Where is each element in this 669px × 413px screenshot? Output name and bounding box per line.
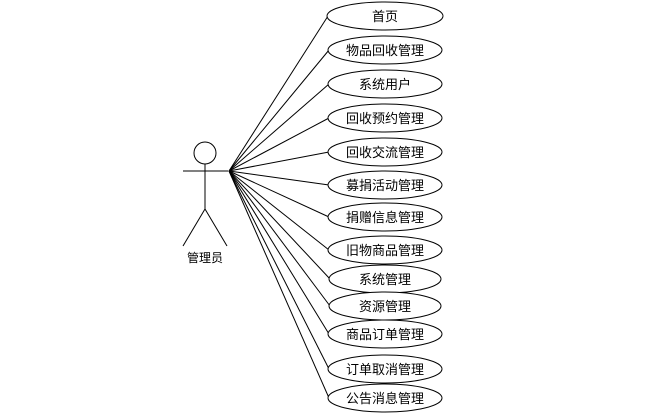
actor-right-leg [204, 208, 228, 247]
use-case-ellipse [326, 1, 444, 31]
use-cases: 首页物品回收管理系统用户回收预约管理回收交流管理募捐活动管理捐赠信息管理旧物商品… [326, 1, 444, 413]
use-case-recycle-reservation-mgmt: 回收预约管理 [327, 103, 443, 133]
association-line-used-goods-mgmt [228, 170, 330, 251]
association-line-donation-info-mgmt [228, 170, 330, 218]
use-case-ellipse [327, 137, 443, 167]
use-case-donation-info-mgmt: 捐赠信息管理 [327, 202, 443, 232]
use-case-label: 回收交流管理 [346, 145, 424, 161]
association-line-resource-mgmt [228, 170, 331, 307]
association-line-recycle-exchange-mgmt [228, 151, 330, 172]
use-case-label: 旧物商品管理 [346, 244, 424, 259]
use-case-home: 首页 [326, 1, 444, 31]
use-case-ellipse [327, 202, 443, 232]
association-line-fundraising-activity-mgmt [228, 170, 330, 186]
use-case-label: 系统管理 [359, 273, 411, 288]
use-case-ellipse [327, 235, 443, 265]
use-case-announcement-mgmt: 公告消息管理 [327, 383, 443, 413]
use-case-ellipse [327, 170, 443, 200]
use-case-fundraising-activity-mgmt: 募捐活动管理 [327, 170, 443, 200]
use-case-ellipse [327, 319, 443, 349]
use-case-label: 订单取消管理 [346, 363, 424, 378]
use-case-recycle-exchange-mgmt: 回收交流管理 [327, 137, 443, 167]
use-case-goods-order-mgmt: 商品订单管理 [327, 319, 443, 349]
use-case-used-goods-mgmt: 旧物商品管理 [327, 235, 443, 265]
use-case-label: 系统用户 [359, 77, 411, 93]
use-case-ellipse [327, 69, 443, 99]
use-case-ellipse [327, 354, 443, 384]
use-case-ellipse [327, 103, 443, 133]
use-case-item-recycle-mgmt: 物品回收管理 [327, 35, 443, 65]
use-case-label: 商品订单管理 [346, 328, 424, 343]
use-case-system-user: 系统用户 [327, 69, 443, 99]
association-line-recycle-reservation-mgmt [228, 117, 330, 172]
association-line-home [228, 15, 329, 172]
association-line-system-mgmt [228, 170, 331, 280]
association-line-system-user [228, 83, 330, 172]
use-case-ellipse [327, 35, 443, 65]
association-line-item-recycle-mgmt [228, 49, 330, 172]
use-case-label: 物品回收管理 [346, 44, 424, 59]
use-case-label: 回收预约管理 [346, 112, 424, 127]
association-line-goods-order-mgmt [228, 170, 330, 335]
use-case-ellipse [327, 383, 443, 413]
actor-left-leg [182, 208, 206, 247]
use-case-label: 资源管理 [359, 300, 411, 315]
use-case-label: 公告消息管理 [346, 391, 424, 407]
use-case-system-mgmt: 系统管理 [328, 264, 442, 294]
actor-label: 管理员 [187, 250, 223, 265]
association-line-announcement-mgmt [228, 170, 330, 399]
association-lines [228, 15, 331, 399]
use-case-label: 募捐活动管理 [346, 179, 424, 194]
actor-administrator: 管理员 [182, 141, 228, 265]
use-case-label: 捐赠信息管理 [346, 210, 424, 226]
association-line-order-cancel-mgmt [228, 170, 330, 370]
actor-head [193, 141, 217, 165]
use-case-order-cancel-mgmt: 订单取消管理 [327, 354, 443, 384]
use-case-resource-mgmt: 资源管理 [328, 291, 442, 321]
use-case-label: 首页 [372, 10, 398, 25]
